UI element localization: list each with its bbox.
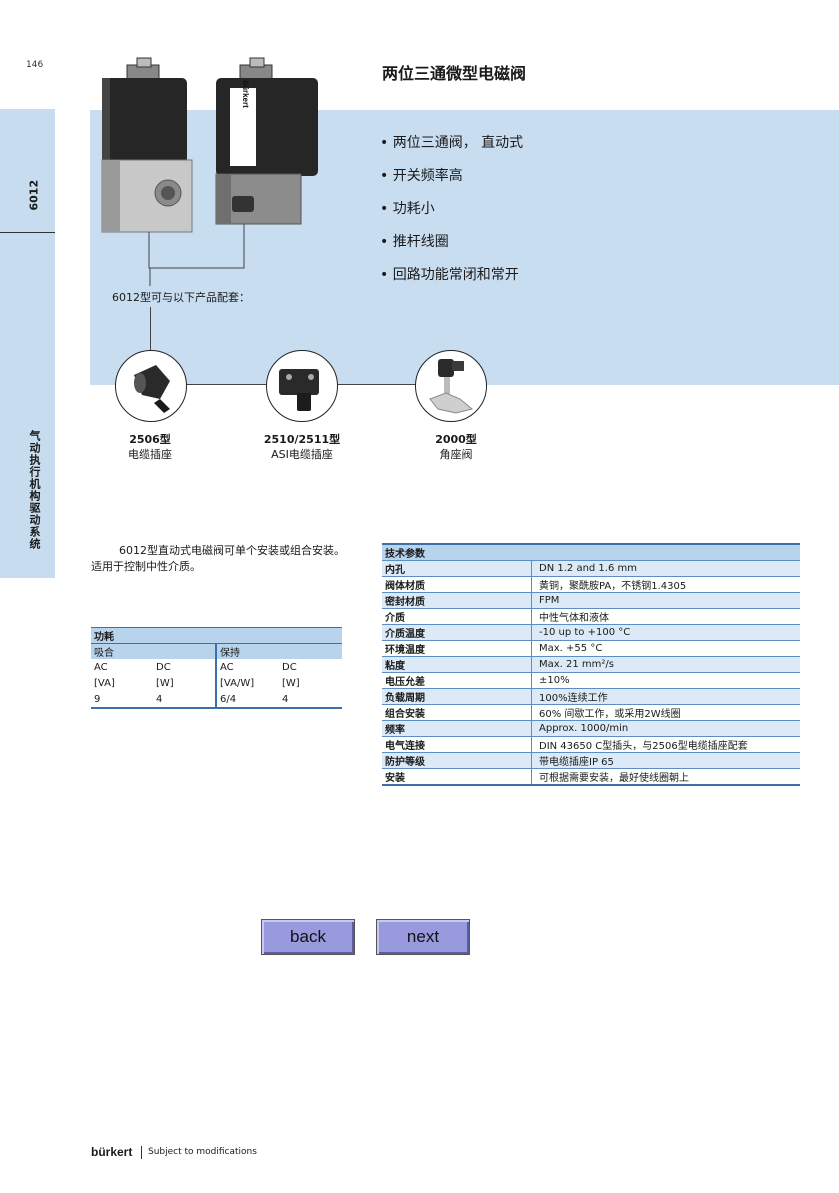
tech-key: 电气连接 <box>382 736 532 753</box>
feature-item: • 两位三通阀， 直动式 <box>380 135 524 151</box>
product-description: 6012型直动式电磁阀可单个安装或组合安装。适用于控制中性介质。 <box>91 544 345 573</box>
tech-key: 电压允差 <box>382 672 532 689</box>
compat-label: 6012型可与以下产品配套： <box>112 291 250 304</box>
power-table: 功耗 吸合 保持 AC DC AC DC [VA] [W] [VA/W] [W]… <box>91 627 342 709</box>
tech-key: 介质 <box>382 608 532 625</box>
accessory-desc: 电缆插座 <box>128 448 172 461</box>
tech-key: 防护等级 <box>382 752 532 769</box>
accessory-desc: ASI电缆插座 <box>271 448 333 461</box>
connector-line <box>150 307 151 350</box>
tech-value: 带电缆插座IP 65 <box>531 752 800 769</box>
sidebar-divider <box>0 232 55 233</box>
tech-key: 密封材质 <box>382 592 532 609</box>
accessory-2506-image <box>115 350 187 422</box>
feature-banner <box>90 110 839 385</box>
tech-value: 中性气体和液体 <box>531 608 800 625</box>
product-brand-label: bürkert <box>241 80 250 108</box>
tech-row: 电压允差±10% <box>382 672 800 689</box>
section-label: 气动执行机构驱动系统 <box>28 430 41 550</box>
tech-table-title: 技术参数 <box>382 543 800 561</box>
tech-row: 介质中性气体和液体 <box>382 608 800 625</box>
tech-value: Max. +55 °C <box>531 640 800 657</box>
power-unit: DC <box>279 659 342 676</box>
accessory-2510-image <box>266 350 338 422</box>
feature-item: • 回路功能常闭和常开 <box>380 267 519 283</box>
accessory-name: 2506型 <box>129 433 171 446</box>
tech-value: Max. 21 mm²/s <box>531 656 800 673</box>
power-unit: AC <box>91 659 153 676</box>
tech-value: -10 up to +100 °C <box>531 624 800 641</box>
accessory-desc: 角座阀 <box>439 448 473 461</box>
accessory-name: 2510/2511型 <box>263 433 341 446</box>
series-tab: 6012 <box>27 179 41 211</box>
next-button[interactable]: next <box>376 919 470 955</box>
tech-key: 环境温度 <box>382 640 532 657</box>
valve-right-image: bürkert <box>215 57 318 225</box>
tech-key: 安装 <box>382 768 532 786</box>
power-value: 9 <box>91 691 153 709</box>
power-table-title: 功耗 <box>91 627 342 644</box>
connector-line <box>186 384 266 385</box>
power-group-pickup: 吸合 <box>91 643 216 660</box>
tech-value: 黄铜，聚酰胺PA，不锈钢1.4305 <box>531 576 800 593</box>
page-title: 两位三通微型电磁阀 <box>382 64 527 83</box>
valve-left-image <box>101 57 193 233</box>
tech-row: 安装可根据需要安装，最好使线圈朝上 <box>382 768 800 786</box>
page-number: 146 <box>26 60 44 70</box>
tech-value: 60% 间歇工作，或采用2W线圈 <box>531 704 800 721</box>
tech-value: Approx. 1000/min <box>531 720 800 737</box>
accessory-2000-image <box>415 350 487 422</box>
feature-item: • 开关频率高 <box>380 168 463 184</box>
power-unit: [W] <box>279 675 342 692</box>
tech-value: DN 1.2 and 1.6 mm <box>531 560 800 577</box>
power-unit: [VA] <box>91 675 153 692</box>
tech-value: ±10% <box>531 672 800 689</box>
tech-key: 组合安装 <box>382 704 532 721</box>
back-button[interactable]: back <box>261 919 355 955</box>
tech-key: 频率 <box>382 720 532 737</box>
tech-key: 内孔 <box>382 560 532 577</box>
footer-logo: bürkert <box>91 1145 133 1159</box>
power-value: 4 <box>153 691 216 709</box>
valve-product-image: bürkert <box>101 57 318 286</box>
power-value: 6/4 <box>215 691 279 709</box>
power-group-hold: 保持 <box>215 643 342 660</box>
power-unit: DC <box>153 659 216 676</box>
feature-item: • 功耗小 <box>380 201 435 217</box>
feature-list: • 两位三通阀， 直动式 • 开关频率高 • 功耗小 • 推杆线圈 • 回路功能… <box>380 134 523 299</box>
power-value: 4 <box>279 691 342 709</box>
tech-value: DIN 43650 C型插头，与2506型电缆插座配套 <box>531 736 800 753</box>
footer-divider <box>141 1146 142 1159</box>
tech-key: 介质温度 <box>382 624 532 641</box>
connector-line <box>338 384 416 385</box>
tech-row: 阀体材质黄铜，聚酰胺PA，不锈钢1.4305 <box>382 576 800 593</box>
footer-text: Subject to modifications <box>148 1147 257 1157</box>
tech-key: 粘度 <box>382 656 532 673</box>
feature-item: • 推杆线圈 <box>380 234 449 250</box>
power-unit: AC <box>215 659 279 676</box>
tech-value: 可根据需要安装，最好使线圈朝上 <box>531 768 800 786</box>
tech-value: 100%连续工作 <box>531 688 800 705</box>
tech-key: 负载周期 <box>382 688 532 705</box>
tech-row: 防护等级带电缆插座IP 65 <box>382 752 800 769</box>
tech-key: 阀体材质 <box>382 576 532 593</box>
power-unit: [W] <box>153 675 216 692</box>
sidebar-band <box>0 109 55 578</box>
tech-row: 介质温度-10 up to +100 °C <box>382 624 800 641</box>
power-unit: [VA/W] <box>215 675 279 692</box>
accessory-name: 2000型 <box>435 433 477 446</box>
tech-value: FPM <box>531 592 800 609</box>
